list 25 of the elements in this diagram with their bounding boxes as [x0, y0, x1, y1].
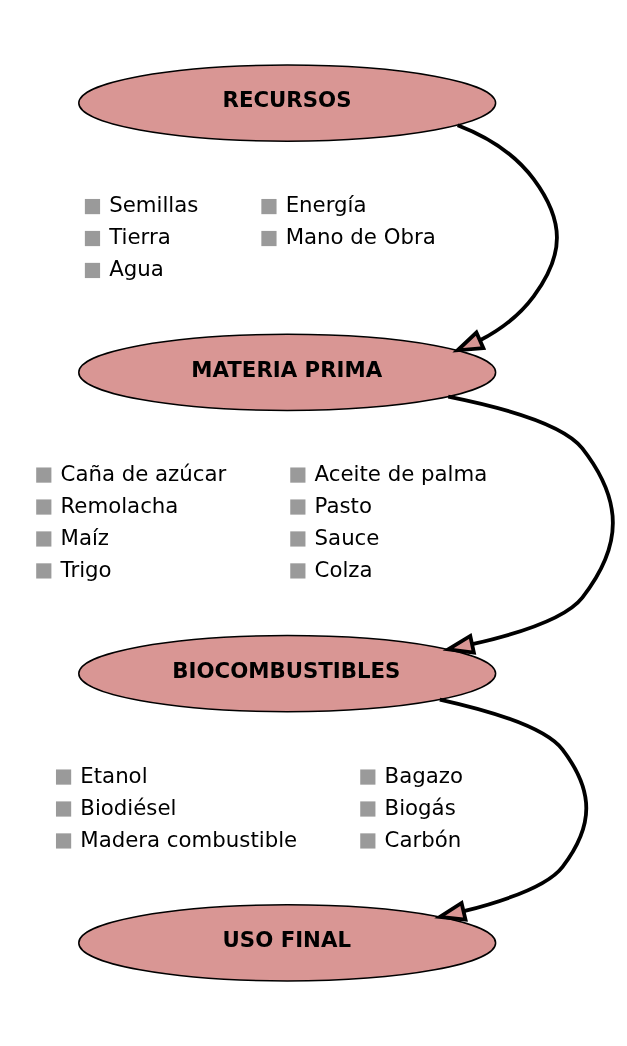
node-label: Mano de Obra: [285, 224, 436, 250]
node-label: Etanol: [80, 762, 148, 788]
node-label: Biodiésel: [80, 794, 177, 820]
arrow: [434, 697, 589, 922]
node-label: Remolacha: [60, 492, 179, 518]
node-ellipse: MATERIA PRIMA: [78, 333, 497, 412]
node-label: Trigo: [60, 556, 112, 582]
node-label: Agua: [109, 256, 164, 282]
node-label: Aceite de palma: [314, 460, 488, 486]
node-label: Maíz: [60, 524, 110, 550]
arrow: [452, 123, 559, 353]
node-label: Tierra: [109, 224, 171, 250]
node-label: Colza: [314, 556, 373, 582]
node-label: Bagazo: [384, 762, 463, 788]
node-label: Carbón: [384, 826, 462, 852]
arrow: [442, 394, 615, 655]
node-label: Sauce: [314, 524, 380, 550]
node-label: Biogás: [384, 794, 456, 820]
node-label: Madera combustible: [80, 826, 298, 852]
node-ellipse: RECURSOS: [78, 64, 497, 142]
node-ellipse: USO FINAL: [78, 904, 497, 982]
node-label: Caña de azúcar: [60, 460, 227, 486]
node-label: Pasto: [314, 492, 372, 518]
node-label: Energía: [285, 192, 367, 218]
node-label: Semillas: [109, 192, 199, 218]
